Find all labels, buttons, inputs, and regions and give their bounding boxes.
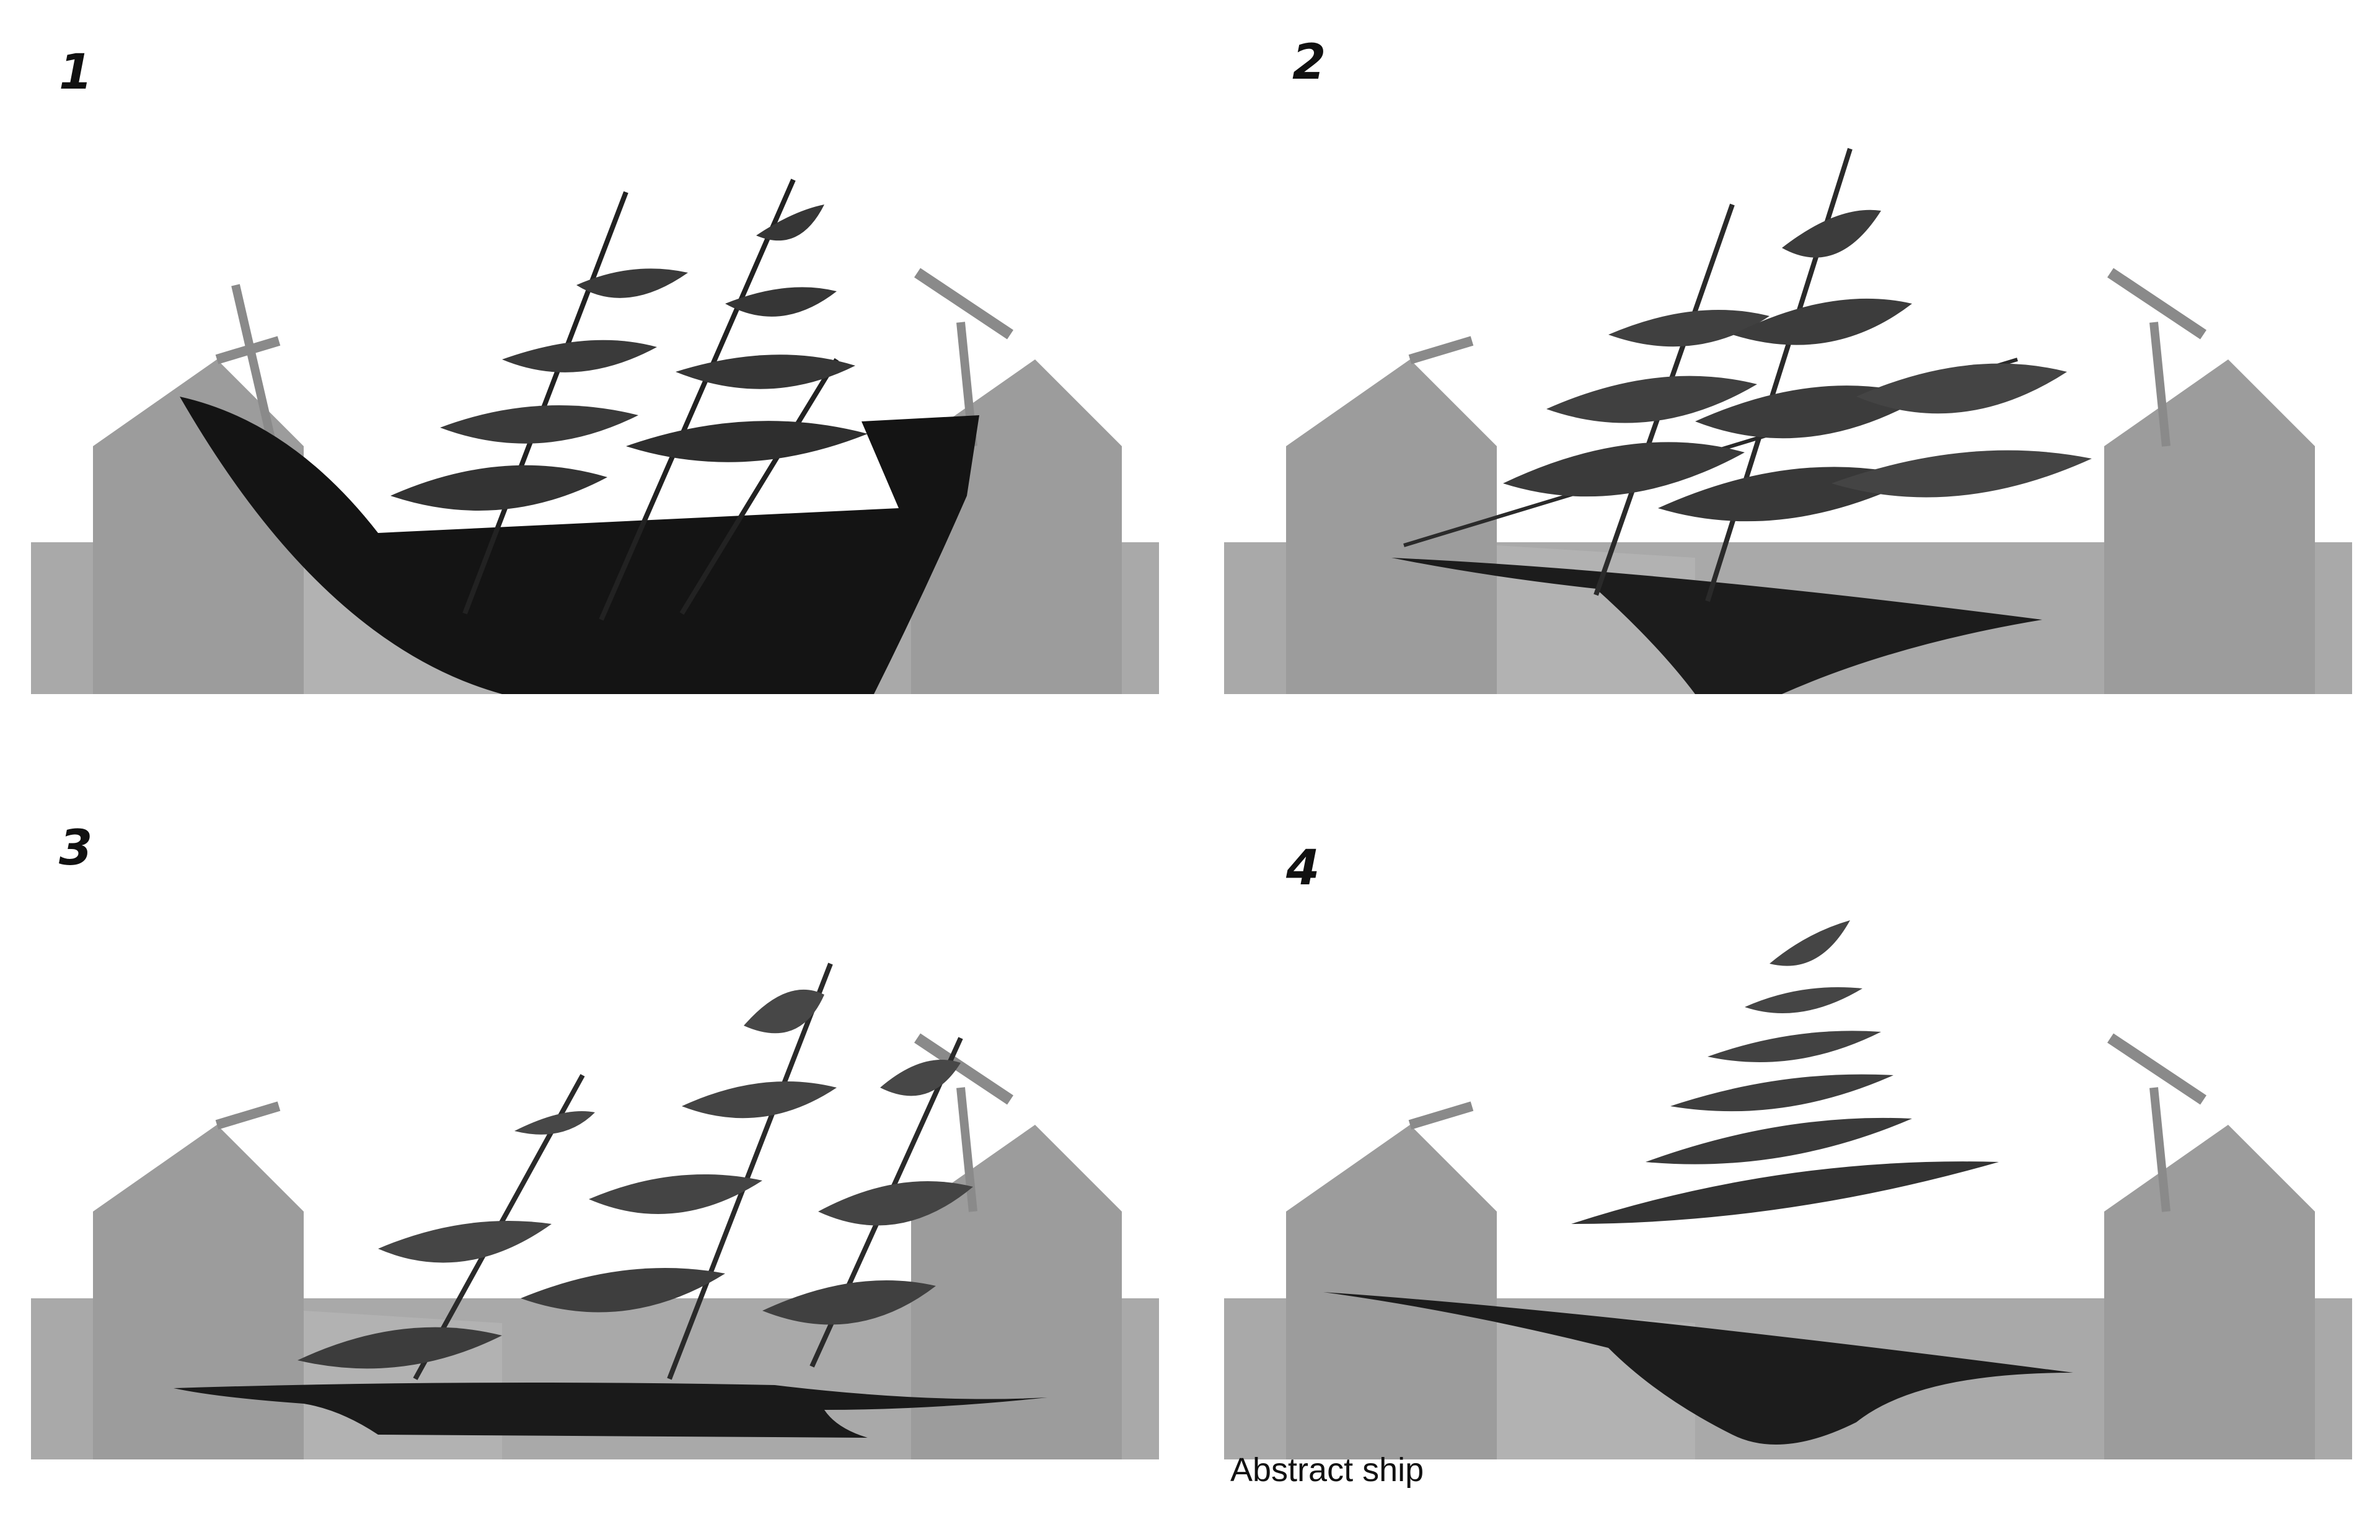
ship-silhouette	[1323, 920, 2073, 1445]
panel-number-4: 4	[1286, 840, 1320, 896]
harbor-background	[31, 1033, 1159, 1459]
ship-concept-sketch-3	[31, 962, 1159, 1459]
ship-silhouette	[180, 178, 979, 694]
panel-number-1: 1	[59, 45, 93, 100]
sketch-panel-2	[1224, 99, 2352, 694]
sketch-panel-4	[1224, 865, 2352, 1459]
sketch-panel-3	[31, 865, 1159, 1459]
sketch-panel-1	[31, 99, 1159, 694]
ship-concept-sketch-1	[31, 178, 1159, 694]
panel-number-3: 3	[59, 821, 93, 876]
ship-silhouette	[174, 962, 1047, 1438]
sheet-caption: Abstract ship	[1230, 1451, 1424, 1489]
ship-silhouette	[1391, 147, 2092, 694]
ship-concept-sketch-4	[1224, 920, 2352, 1459]
panel-number-2: 2	[1292, 35, 1326, 90]
ship-concept-sketch-2	[1224, 147, 2352, 694]
